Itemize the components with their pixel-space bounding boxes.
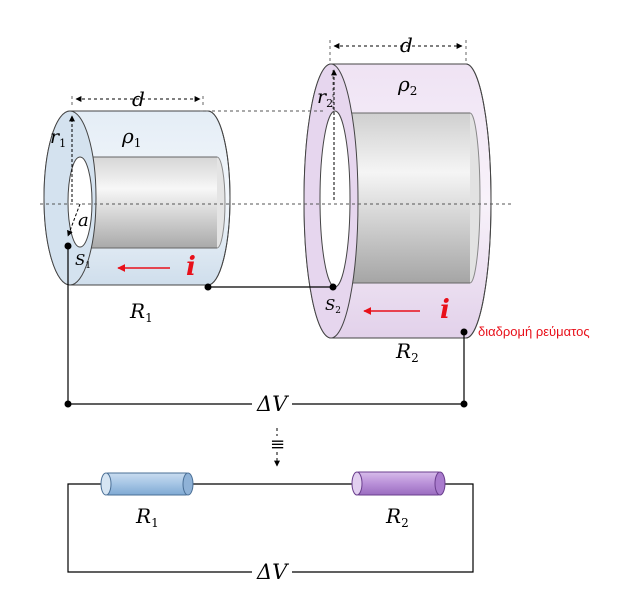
cylinder-1-inner-radius-label: a bbox=[78, 210, 89, 231]
current-path-note: διαδρομή ρεύματος bbox=[478, 324, 590, 339]
bottom-r2-label: R2 bbox=[385, 504, 409, 530]
cylinder-1-surface-label: S1 bbox=[75, 251, 91, 271]
cylinder-1-inner-radius-arrow bbox=[67, 203, 81, 237]
cylinder-1-resistivity-label: ρ1 bbox=[121, 124, 141, 150]
cylinder-2-inner-bore bbox=[344, 113, 470, 283]
cylinder-1-inner-bore bbox=[80, 157, 217, 248]
cylinder-1 bbox=[43, 110, 231, 286]
cylinder-1-length-label: d bbox=[132, 87, 145, 111]
cylinder-2-length-label: d bbox=[400, 33, 413, 57]
bottom-r1-label: R1 bbox=[135, 504, 159, 530]
cylinder-1-current-label: i bbox=[186, 252, 196, 282]
node-s1 bbox=[64, 242, 72, 250]
equivalence-symbol: ≡ bbox=[270, 434, 285, 455]
node-cyl1-right bbox=[204, 283, 212, 291]
resistor-r2 bbox=[351, 471, 446, 496]
cylinder-2-current-label: i bbox=[440, 295, 450, 325]
top-circuit-nodes bbox=[64, 242, 468, 408]
top-voltage-label-bg bbox=[252, 392, 292, 416]
node-s2 bbox=[329, 283, 337, 291]
resistor-r1 bbox=[100, 472, 194, 496]
cylinder-2-surface-label: S2 bbox=[325, 296, 341, 316]
cylinder-1-outer-radius-label: r1 bbox=[50, 126, 66, 150]
cylinder-2-outer-radius-label: r2 bbox=[317, 86, 333, 110]
node-terminal-left bbox=[64, 400, 72, 408]
cylinder-2-resistance-label: R2 bbox=[395, 339, 419, 365]
node-terminal-right bbox=[460, 400, 468, 408]
cylinder-2 bbox=[303, 63, 492, 339]
bottom-voltage-label-bg bbox=[252, 560, 292, 584]
bottom-circuit-wires bbox=[67, 483, 474, 573]
node-cyl2-right bbox=[460, 328, 468, 336]
guide-lines bbox=[40, 40, 512, 205]
top-voltage-label: ΔV bbox=[256, 392, 289, 416]
cylinder-2-resistivity-label: ρ2 bbox=[397, 72, 417, 98]
cylinder-1-resistance-label: R1 bbox=[129, 299, 153, 325]
bottom-voltage-label: ΔV bbox=[256, 560, 289, 584]
